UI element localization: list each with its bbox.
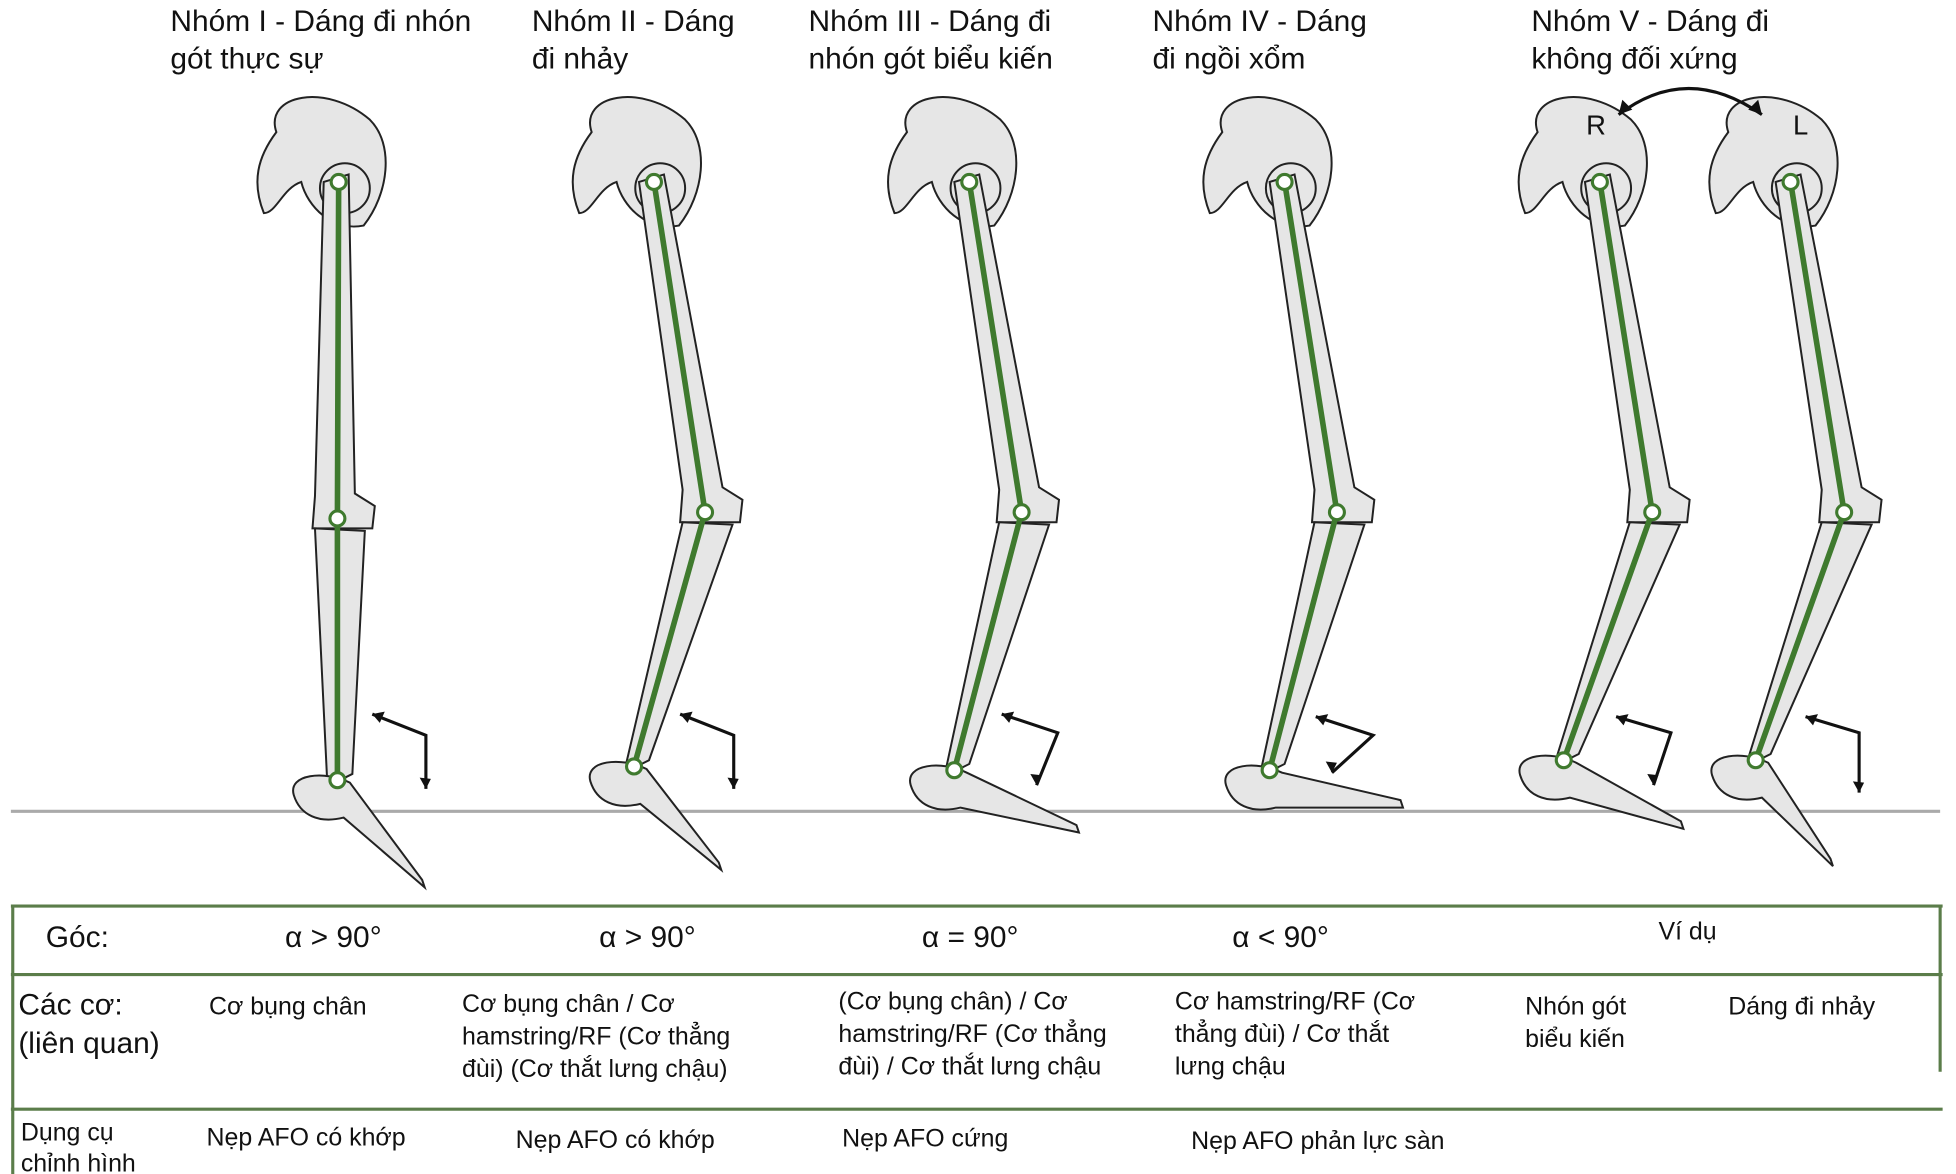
ankle-joint-marker <box>328 771 347 790</box>
leg-skeleton-2 <box>571 96 744 873</box>
foot-bones <box>1518 754 1685 831</box>
orthosis-group-1: Nẹp AFO có khớp <box>207 1123 406 1151</box>
label-right-leg: R <box>1586 110 1606 141</box>
ankle-joint-marker <box>1746 751 1765 770</box>
arrowhead-icon <box>1315 714 1337 773</box>
orthosis-header-line-2: chỉnh hình <box>21 1150 136 1174</box>
femur-bone <box>637 173 744 524</box>
angle-arrow-icon <box>1805 715 1861 793</box>
muscles-group-6-line-1: Dáng đi nhảy <box>1728 992 1875 1020</box>
title-group-5-line-2: không đối xứng <box>1531 43 1737 76</box>
ankle-joint-marker <box>1554 751 1573 770</box>
title-group-4-line-1: Nhóm IV - Dáng <box>1152 5 1366 38</box>
foot-bones <box>1710 754 1834 867</box>
summary-table: Góc: α > 90° α > 90° α = 90° α < 90° Ví … <box>10 904 1943 1174</box>
foot-bones <box>588 760 724 873</box>
femur-bone <box>311 173 376 530</box>
hip-joint-marker <box>644 172 664 191</box>
femur-bone <box>953 173 1061 524</box>
angle-group-2: α > 90° <box>599 921 696 954</box>
ankle-joint-marker <box>1260 761 1279 780</box>
title-group-3-line-2: nhón gót biểu kiến <box>809 43 1053 76</box>
hip-joint-marker <box>1781 172 1800 191</box>
pelvis-bone <box>887 96 1018 228</box>
knee-joint-marker <box>1643 503 1662 522</box>
pelvis-bone <box>1708 96 1839 228</box>
angle-arrow-icon <box>1001 712 1060 786</box>
label-left-leg: L <box>1793 110 1808 141</box>
angle-arrow-icon <box>1615 715 1673 786</box>
title-group-1-line-2: gót thực sự <box>170 43 323 76</box>
muscles-group-4-line-2: thẳng đùi) / Cơ thắt <box>1175 1018 1389 1048</box>
femur-bone <box>1268 173 1376 524</box>
ankle-joint-marker <box>945 761 964 780</box>
leg-skeleton-5 <box>1517 96 1691 831</box>
muscles-header-line-1: Các cơ: <box>18 988 122 1021</box>
pelvis-bone <box>571 96 702 228</box>
title-group-5-line-1: Nhóm V - Dáng đi <box>1531 5 1769 38</box>
rotation-arrow-icon <box>1617 87 1763 116</box>
hip-joint-marker <box>960 172 979 191</box>
orthosis-group-3: Nẹp AFO cứng <box>842 1125 1008 1153</box>
skeleton-legs <box>256 96 1883 891</box>
muscles-header-line-2: (liên quan) <box>18 1027 159 1060</box>
foot-bones <box>292 774 427 891</box>
leg-skeleton-6 <box>1708 96 1883 867</box>
title-group-2-line-2: đi nhảy <box>532 43 628 76</box>
angle-arrow-icon <box>371 712 428 789</box>
orthosis-group-2: Nẹp AFO có khớp <box>516 1126 715 1154</box>
orthosis-header-line-1: Dụng cụ <box>21 1118 114 1146</box>
muscles-group-4-line-1: Cơ hamstring/RF (Cơ <box>1175 987 1415 1015</box>
angle-header: Góc: <box>46 921 109 954</box>
knee-joint-marker <box>1835 503 1854 522</box>
femur-bone <box>1774 173 1883 524</box>
angle-group-1: α > 90° <box>285 921 382 954</box>
ankle-joint-marker <box>624 757 644 776</box>
group-titles: Nhóm I - Dáng đi nhón gót thực sự Nhóm I… <box>170 5 1769 75</box>
orthosis-group-4: Nẹp AFO phản lực sàn <box>1191 1127 1444 1155</box>
muscles-group-3-line-3: đùi) / Cơ thắt lưng chậu <box>838 1051 1101 1080</box>
hip-joint-marker <box>1275 172 1294 191</box>
title-group-1-line-1: Nhóm I - Dáng đi nhón <box>170 5 471 38</box>
muscles-group-3-line-2: hamstring/RF (Cơ thẳng <box>838 1018 1106 1048</box>
title-group-2-line-1: Nhóm II - Dáng <box>532 5 735 38</box>
arrowhead-icon <box>1805 714 1865 793</box>
knee-joint-marker <box>1012 503 1031 522</box>
leg-skeleton-1 <box>256 96 431 891</box>
angle-group-3: α = 90° <box>922 921 1019 954</box>
leg-skeleton-4 <box>1202 96 1405 811</box>
title-group-3-line-1: Nhóm III - Dáng đi <box>809 5 1052 38</box>
limb-axis-line <box>334 181 342 781</box>
arrowhead-icon <box>1001 711 1042 786</box>
arrowhead-icon <box>680 711 739 789</box>
muscles-group-1-line-1: Cơ bụng chân <box>209 992 367 1020</box>
femur-bone <box>1583 173 1691 524</box>
muscles-group-2-line-1: Cơ bụng chân / Cơ <box>462 990 675 1018</box>
angle-group-4: α < 90° <box>1232 921 1329 954</box>
hip-joint-marker <box>329 172 348 191</box>
leg-skeleton-3 <box>887 96 1081 834</box>
arrowhead-icon <box>372 711 431 789</box>
arrowhead-icon <box>1616 714 1659 786</box>
angle-arrow-icon <box>679 712 736 789</box>
muscles-group-3-line-1: (Cơ bụng chân) / Cơ <box>838 987 1067 1015</box>
pelvis-bone <box>1202 96 1333 228</box>
title-group-4-line-2: đi ngồi xổm <box>1152 43 1305 76</box>
muscles-group-5-line-2: biểu kiến <box>1525 1025 1625 1053</box>
knee-joint-marker <box>696 503 715 522</box>
pelvis-bone <box>256 96 387 228</box>
angle-arrow-icon <box>1315 715 1377 774</box>
muscles-group-2-line-3: đùi) (Cơ thắt lưng chậu) <box>462 1054 728 1083</box>
muscles-group-5-line-1: Nhón gót <box>1525 992 1626 1020</box>
pelvis-bone <box>1517 96 1648 228</box>
foot-bones <box>909 764 1081 834</box>
knee-joint-marker <box>328 509 347 528</box>
foot-bones <box>1224 764 1405 811</box>
muscles-group-2-line-2: hamstring/RF (Cơ thẳng <box>462 1020 730 1050</box>
example-label: Ví dụ <box>1658 918 1716 946</box>
muscles-group-4-line-3: lưng chậu <box>1175 1052 1286 1080</box>
knee-joint-marker <box>1327 503 1346 522</box>
hip-joint-marker <box>1590 172 1609 191</box>
